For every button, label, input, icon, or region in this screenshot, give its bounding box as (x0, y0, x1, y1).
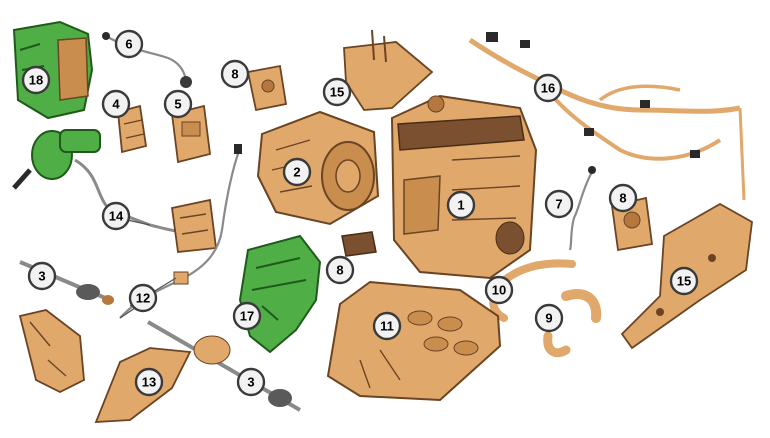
callout-3a: 3 (27, 261, 57, 291)
callout-label: 3 (38, 269, 45, 284)
part-2-transmission (256, 110, 380, 226)
callout-label: 5 (174, 97, 181, 112)
callout-label: 11 (380, 319, 394, 334)
callout-label: 15 (677, 274, 691, 289)
callout-18: 18 (21, 65, 51, 95)
callout-label: 13 (142, 375, 156, 390)
callout-7: 7 (544, 189, 574, 219)
part-16-wiring-harness (468, 32, 746, 201)
callout-6: 6 (114, 29, 144, 59)
callout-10: 10 (484, 275, 514, 305)
callout-4: 4 (101, 89, 131, 119)
part-8-mount-center (341, 231, 377, 257)
part-1-engine (390, 94, 538, 280)
part-17-exhaust-manifold (238, 234, 322, 354)
callout-label: 2 (293, 165, 300, 180)
callout-15b: 15 (669, 266, 699, 296)
callout-label: 1 (457, 198, 464, 213)
callout-12: 12 (128, 283, 158, 313)
part-11-skid-plate (326, 280, 502, 402)
callout-17: 17 (232, 301, 262, 331)
callout-3b: 3 (236, 367, 266, 397)
part-12-shifter (18, 309, 85, 394)
callout-label: 8 (336, 263, 343, 278)
callout-15a: 15 (322, 77, 352, 107)
callout-label: 8 (619, 191, 626, 206)
part-15-bracket-top (343, 29, 434, 111)
callout-8c: 8 (608, 183, 638, 213)
callout-label: 18 (29, 73, 43, 88)
part-18-cover (12, 20, 94, 120)
callout-label: 3 (247, 375, 254, 390)
callout-label: 12 (136, 291, 150, 306)
callout-label: 10 (492, 283, 506, 298)
callout-label: 15 (330, 85, 344, 100)
callout-label: 16 (541, 81, 555, 96)
callout-14: 14 (101, 201, 131, 231)
part-7-sensor (568, 166, 596, 251)
callout-2: 2 (282, 157, 312, 187)
callout-5: 5 (163, 89, 193, 119)
callout-label: 17 (240, 309, 254, 324)
callout-1: 1 (446, 190, 476, 220)
callout-label: 14 (109, 209, 124, 224)
callout-8b: 8 (325, 255, 355, 285)
callout-13: 13 (134, 367, 164, 397)
callout-8a: 8 (220, 59, 250, 89)
callout-label: 7 (555, 197, 562, 212)
callout-16: 16 (533, 73, 563, 103)
callout-label: 9 (545, 311, 552, 326)
callout-11: 11 (372, 311, 402, 341)
part-3-driveshaft-right (146, 320, 302, 412)
part-9-pipe (543, 289, 602, 358)
part-5-module (171, 104, 211, 164)
callout-label: 8 (231, 67, 238, 82)
part-4-bracket (117, 104, 148, 154)
callout-label: 6 (125, 37, 132, 52)
callout-9: 9 (534, 303, 564, 333)
callout-label: 4 (112, 97, 120, 112)
part-8-mount-top (246, 64, 288, 112)
